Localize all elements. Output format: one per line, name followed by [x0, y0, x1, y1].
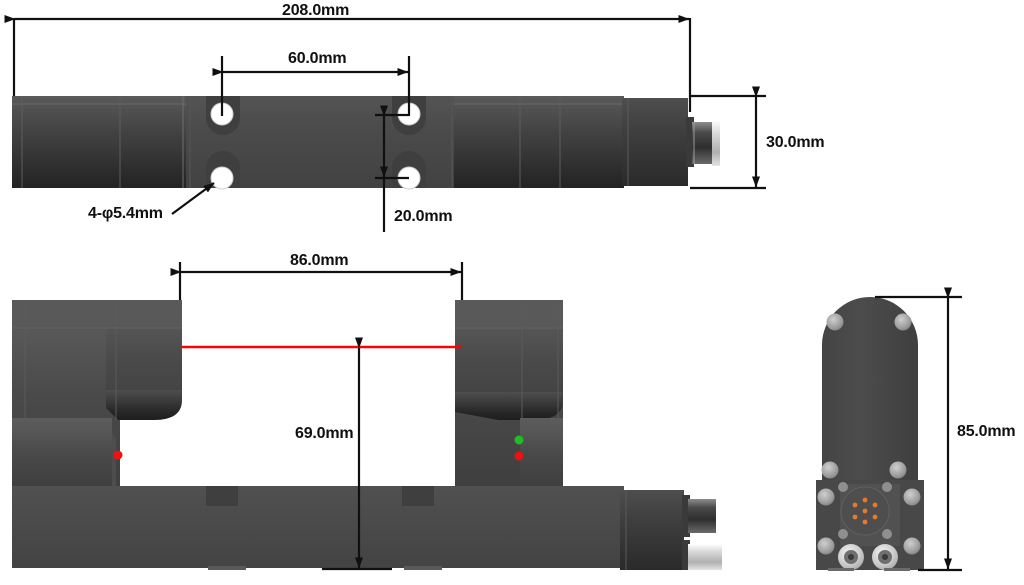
- top-connector-tip: [712, 120, 720, 166]
- connector-pin-3: [872, 514, 878, 520]
- front-view-dimensions: [170, 262, 464, 571]
- front-fiber-barrel: [688, 544, 722, 570]
- top-end-cap: [622, 98, 688, 186]
- fiber-port-left-core: [848, 554, 854, 560]
- front-base-boss-2: [402, 486, 434, 506]
- connector-pins: [852, 497, 878, 525]
- front-left-lower: [12, 418, 112, 486]
- front-right-head-round: [455, 392, 563, 420]
- front-base-plate: [12, 486, 624, 568]
- front-left-head-upper: [106, 300, 182, 418]
- dim-label-overall-height: 85.0mm: [957, 423, 1016, 440]
- front-view-geometry: [12, 300, 722, 570]
- conn-fastener-tr: [882, 482, 892, 492]
- connector-pin-4: [862, 519, 868, 525]
- mounting-hole-3: [210, 166, 234, 190]
- top-view-geometry: [12, 96, 720, 190]
- side-corner-screws: [817, 313, 921, 555]
- led-red-icon: [514, 451, 524, 461]
- screw-bottom-left: [817, 537, 835, 555]
- connector-pin-center: [862, 508, 868, 514]
- dim-label-measurement-range-width: 86.0mm: [290, 252, 349, 269]
- screw-low-left: [817, 488, 835, 506]
- side-view-dimensions: [875, 287, 962, 572]
- side-foot-left: [828, 568, 854, 571]
- front-left-head-round: [106, 390, 182, 420]
- connector-pin-6: [852, 502, 858, 508]
- top-connector-collar: [686, 117, 694, 167]
- connector-pin-2: [872, 502, 878, 508]
- screw-top-left: [826, 313, 844, 331]
- conn-fastener-tl: [838, 482, 848, 492]
- dim-label-overall-length: 208.0mm: [282, 2, 350, 19]
- front-connector-collar: [682, 495, 690, 537]
- laser-origin-marker-icon: [113, 450, 123, 460]
- connector-pin-1: [862, 497, 868, 503]
- dim-label-standoff-distance: 69.0mm: [295, 425, 354, 442]
- fiber-port-right-core: [882, 554, 888, 560]
- front-base-foot-1: [208, 566, 246, 570]
- dim-label-hole-spacing-width: 20.0mm: [394, 208, 453, 225]
- conn-fastener-br: [882, 529, 892, 539]
- top-left-housing: [12, 96, 190, 188]
- conn-fastener-bl: [838, 529, 848, 539]
- screw-bottom-right: [903, 537, 921, 555]
- dim-label-overall-width: 30.0mm: [766, 134, 825, 151]
- side-foot-right: [884, 568, 910, 571]
- front-base-boss-1: [206, 486, 238, 506]
- front-right-head-upper: [455, 300, 563, 420]
- callout-label-mounting-holes: 4-φ5.4mm: [88, 205, 163, 222]
- screw-top-right: [894, 313, 912, 331]
- front-base-foot-2: [404, 566, 442, 570]
- screw-mid-right: [889, 461, 907, 479]
- front-right-top-strip: [455, 300, 563, 328]
- side-view-geometry: [816, 297, 924, 571]
- leader-line-holes: [171, 182, 215, 215]
- dim-label-hole-spacing-length: 60.0mm: [288, 50, 347, 67]
- front-left-top-strip: [12, 300, 182, 328]
- front-end-cap: [620, 490, 684, 570]
- top-right-housing: [454, 96, 624, 188]
- led-green-icon: [514, 435, 524, 445]
- front-fiber-collar: [682, 540, 690, 570]
- top-view-dimensions: [4, 15, 766, 232]
- front-right-lower: [520, 418, 563, 486]
- screw-mid-left: [821, 461, 839, 479]
- front-connector-barrel: [688, 499, 716, 533]
- connector-pin-5: [852, 514, 858, 520]
- screw-low-right: [903, 488, 921, 506]
